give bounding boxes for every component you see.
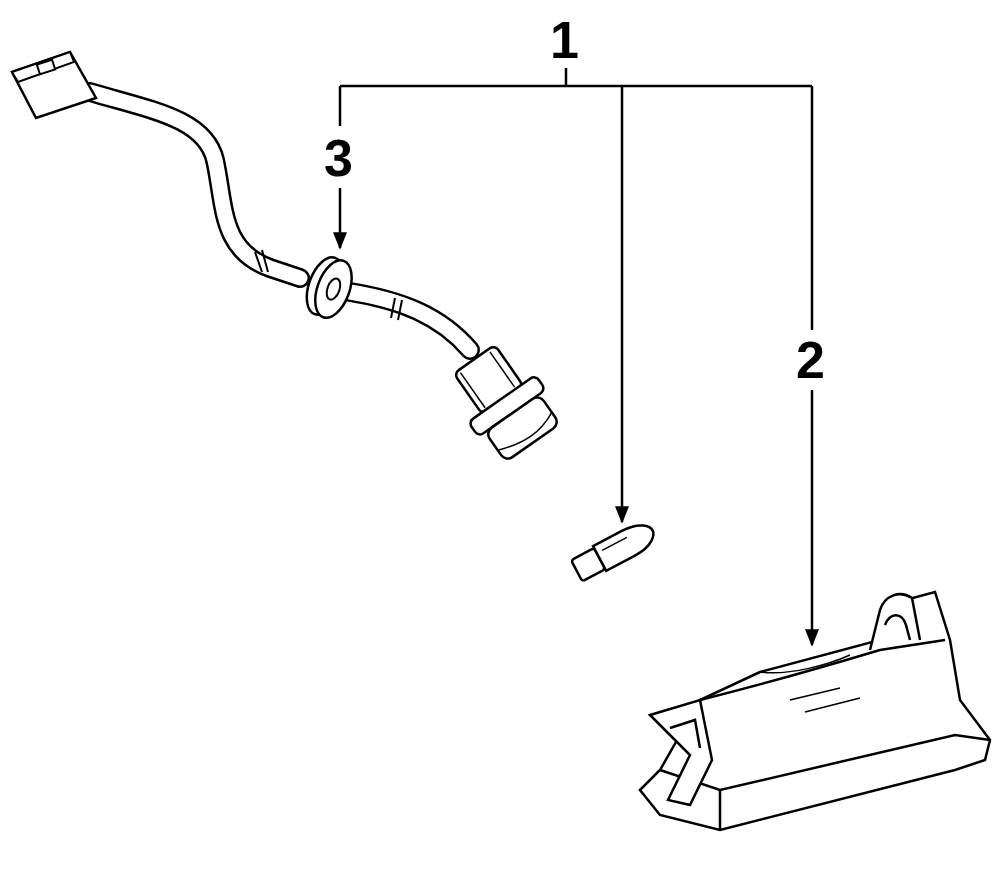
- callout-number: 3: [324, 132, 353, 184]
- bulb: [570, 518, 659, 583]
- lamp-housing: [640, 592, 990, 830]
- callout-number: 2: [796, 334, 825, 386]
- wire-harness: [12, 52, 566, 466]
- leader-bracket: [340, 68, 812, 645]
- callout-number: 1: [550, 14, 579, 66]
